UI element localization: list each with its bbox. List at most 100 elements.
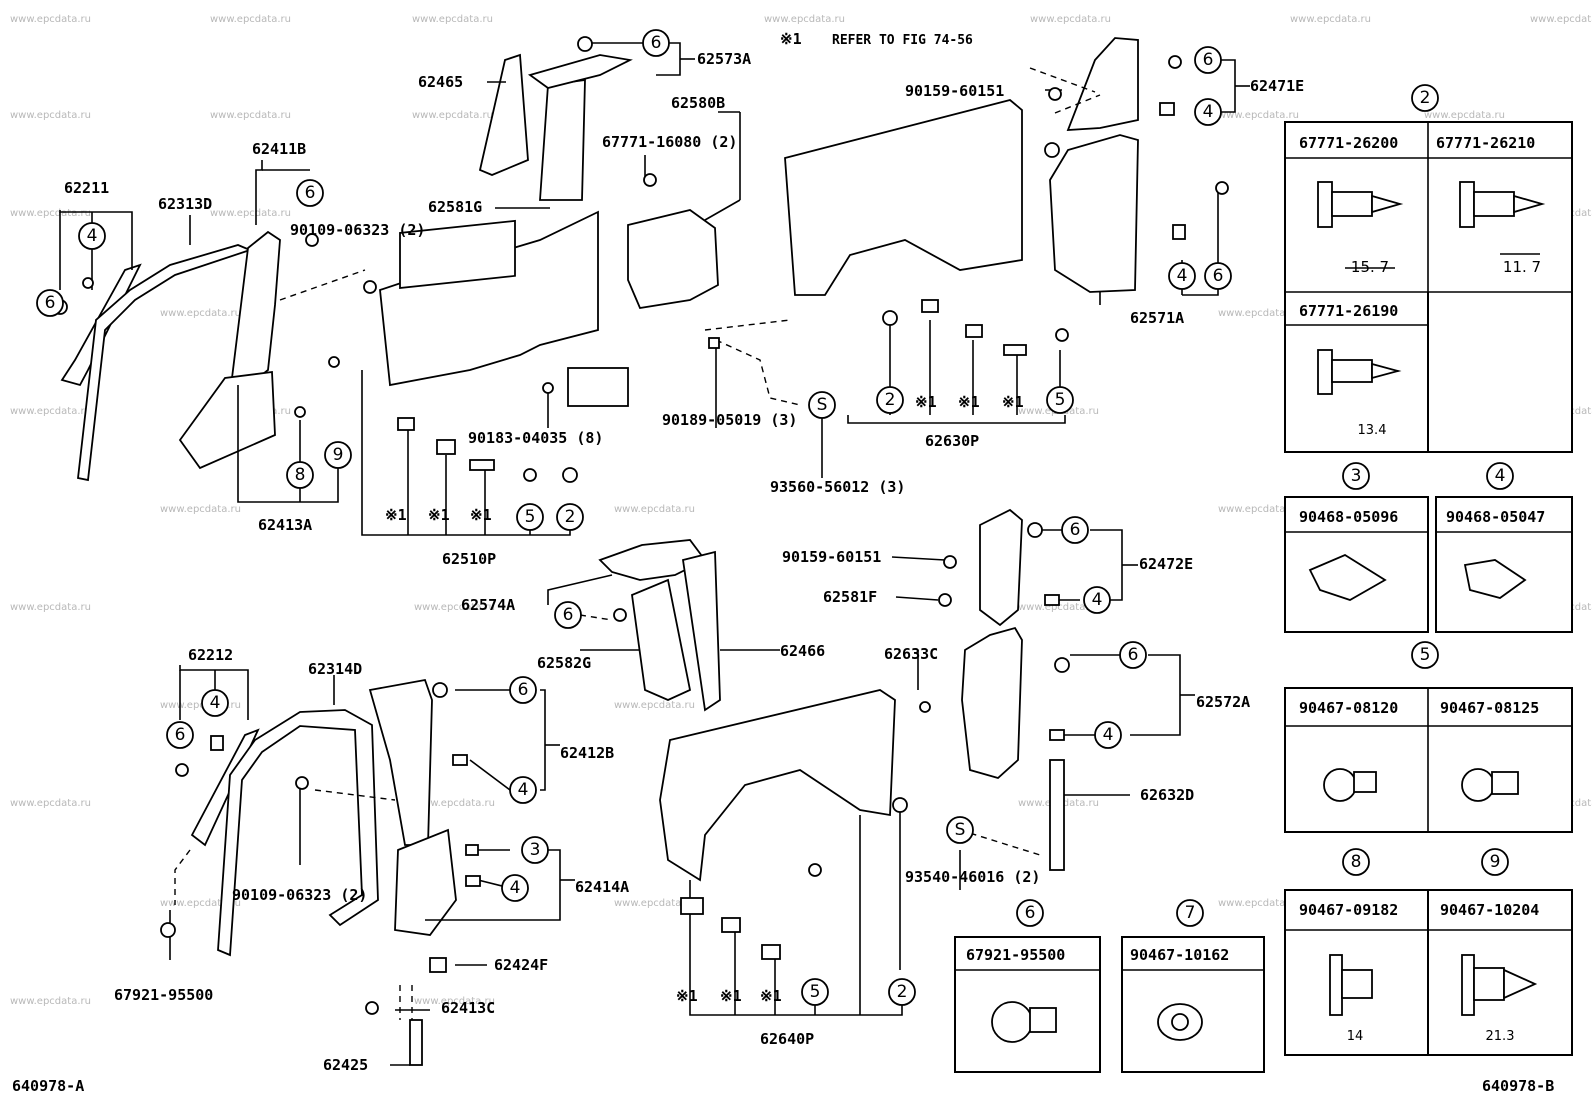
legend-group-6: 6 67921-95500 xyxy=(954,899,1101,1073)
clip-glyph xyxy=(295,776,309,790)
legend-group-5: 5 90467-08120 90467-08125 xyxy=(1284,641,1573,833)
clip-drawing-26190 xyxy=(1317,349,1402,395)
clip-glyph xyxy=(328,356,340,368)
svg-text:4: 4 xyxy=(1203,102,1214,122)
svg-text:9: 9 xyxy=(1490,852,1501,872)
star-references: ※1 ※1 ※1 ※1 ※1 ※1 ※1 ※1 ※1 xyxy=(385,393,1024,1005)
label-62574A: 62574A xyxy=(461,596,515,614)
svg-text:www.epcdata.ru: www.epcdata.ru xyxy=(10,406,91,417)
part-62510p-window xyxy=(399,219,516,289)
label-62472E: 62472E xyxy=(1139,555,1193,573)
clip-glyph xyxy=(465,844,479,856)
clip-glyph xyxy=(1049,729,1065,741)
clip-glyph xyxy=(808,863,822,877)
clip-glyph xyxy=(82,277,94,289)
dim-15-7: 15. 7 xyxy=(1351,258,1389,276)
legend-part-67771-26200: 67771-26200 xyxy=(1299,134,1398,152)
marker-6: 6 xyxy=(509,676,537,704)
label-62632D: 62632D xyxy=(1140,786,1194,804)
svg-text:www.epcdata.ru: www.epcdata.ru xyxy=(412,14,493,25)
svg-text:6: 6 xyxy=(1128,645,1139,665)
svg-text:www.epcdata.ru: www.epcdata.ru xyxy=(764,14,845,25)
marker-2: 2 xyxy=(876,386,904,414)
leader-lines xyxy=(59,42,1250,1066)
svg-text:※1: ※1 xyxy=(428,506,450,524)
svg-text:※1: ※1 xyxy=(470,506,492,524)
label-62630P: 62630P xyxy=(925,432,979,450)
svg-text:www.epcdata.ru: www.epcdata.ru xyxy=(414,798,495,809)
clip-glyph xyxy=(761,944,781,960)
part-duct-vent-shape xyxy=(567,367,629,407)
label-62414A: 62414A xyxy=(575,878,629,896)
legend-group-2: 2 67771-26200 67771-26210 67771-26190 15… xyxy=(1284,84,1573,453)
clip-glyph xyxy=(680,897,704,915)
svg-text:www.epcdata.ru: www.epcdata.ru xyxy=(1218,308,1299,319)
part-62472e-shape xyxy=(979,508,1023,627)
marker-6: 6 xyxy=(36,289,64,317)
clip-glyph xyxy=(708,337,720,349)
svg-text:6: 6 xyxy=(651,33,662,53)
svg-text:www.epcdata.ru: www.epcdata.ru xyxy=(10,14,91,25)
svg-text:www.epcdata.ru: www.epcdata.ru xyxy=(10,996,91,1007)
clip-glyph xyxy=(943,555,957,569)
clip-drawing-26210 xyxy=(1459,181,1546,228)
svg-text:www.epcdata.ru: www.epcdata.ru xyxy=(1218,898,1299,909)
svg-text:4: 4 xyxy=(510,878,521,898)
legend-part-90468-05096: 90468-05096 xyxy=(1299,508,1398,526)
label-67921-95500: 67921-95500 xyxy=(114,986,213,1004)
svg-text:3: 3 xyxy=(1351,466,1362,486)
svg-text:www.epcdata.ru: www.epcdata.ru xyxy=(414,602,495,613)
clip-glyph xyxy=(882,310,898,326)
label-62581F: 62581F xyxy=(823,588,877,606)
marker-4: 4 xyxy=(201,689,229,717)
marker-4: 4 xyxy=(78,222,106,250)
label-62412B: 62412B xyxy=(560,744,614,762)
marker-s: S xyxy=(808,391,836,419)
marker-5: 5 xyxy=(801,978,829,1006)
svg-text:www.epcdata.ru: www.epcdata.ru xyxy=(1424,110,1505,121)
label-62580B: 62580B xyxy=(671,94,725,112)
part-62630p-shape xyxy=(784,99,1023,296)
svg-text:www.epcdata.ru: www.epcdata.ru xyxy=(1290,14,1371,25)
clip-glyph xyxy=(542,382,554,394)
clip-drawing-26200 xyxy=(1317,181,1404,228)
clip-glyph xyxy=(1048,87,1062,101)
svg-text:9: 9 xyxy=(333,445,344,465)
clip-glyph xyxy=(1054,657,1070,673)
clip-glyph xyxy=(523,468,537,482)
svg-text:※1: ※1 xyxy=(720,987,742,1005)
label-67771-16080: 67771-16080 (2) xyxy=(602,133,737,151)
svg-text:www.epcdata.ru: www.epcdata.ru xyxy=(414,996,495,1007)
part-shapes xyxy=(60,37,1139,1066)
legend-part-67771-26210: 67771-26210 xyxy=(1436,134,1535,152)
label-62510P: 62510P xyxy=(442,550,496,568)
marker-5: 5 xyxy=(1046,386,1074,414)
dashed-connectors xyxy=(174,67,1101,1020)
svg-text:www.epcdata.ru: www.epcdata.ru xyxy=(1530,14,1592,25)
svg-text:4: 4 xyxy=(1092,590,1103,610)
clip-glyph xyxy=(919,701,931,713)
part-62465-shape xyxy=(478,53,529,176)
marker-4: 4 xyxy=(509,776,537,804)
marker-4: 4 xyxy=(1094,721,1122,749)
marker-9: 9 xyxy=(324,441,352,469)
marker-2: 2 xyxy=(888,978,916,1006)
marker-5: 5 xyxy=(516,503,544,531)
marker-4: 4 xyxy=(501,874,529,902)
svg-text:www.epcdata.ru: www.epcdata.ru xyxy=(210,14,291,25)
svg-text:5: 5 xyxy=(1055,390,1066,410)
svg-text:6: 6 xyxy=(1203,50,1214,70)
clip-glyph xyxy=(965,324,983,338)
dim-11-7: 11. 7 xyxy=(1503,258,1541,276)
svg-text:4: 4 xyxy=(1495,466,1506,486)
label-62413C: 62413C xyxy=(441,999,495,1017)
clip-glyph xyxy=(892,797,908,813)
svg-text:www.epcdata.ru: www.epcdata.ru xyxy=(160,700,241,711)
svg-text:6: 6 xyxy=(175,725,186,745)
svg-text:www.epcdata.ru: www.epcdata.ru xyxy=(160,504,241,515)
clip-glyph xyxy=(721,917,741,933)
svg-text:www.epcdata.ru: www.epcdata.ru xyxy=(1018,602,1099,613)
legend-part-90467-09182: 90467-09182 xyxy=(1299,901,1398,919)
label-93540-46016: 93540-46016 (2) xyxy=(905,868,1040,886)
